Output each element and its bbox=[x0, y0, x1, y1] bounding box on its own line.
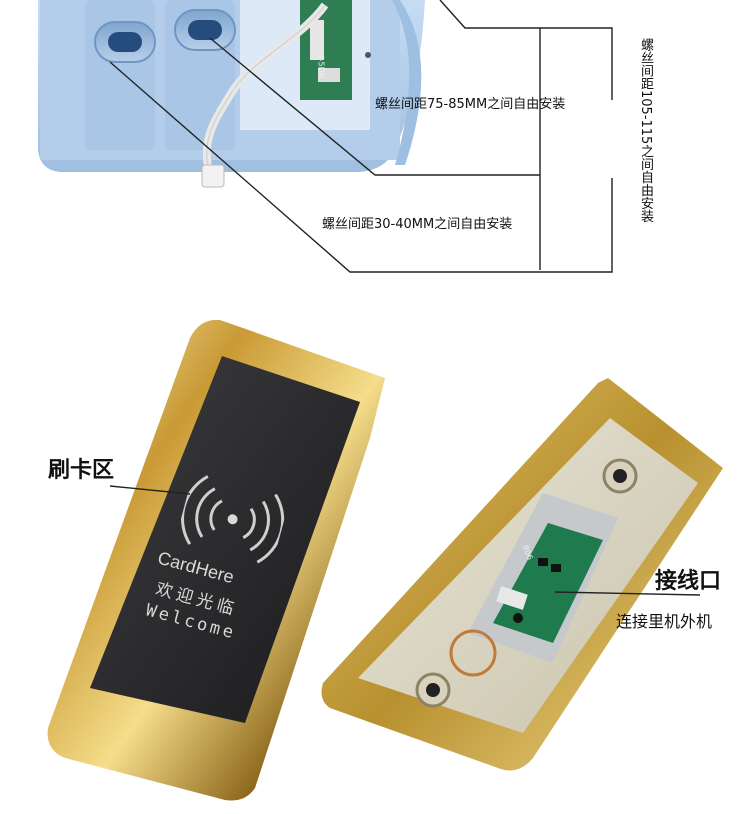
inner-lock-photo bbox=[38, 0, 613, 273]
screw-spacing-30-40-label: 螺丝间距30-40MM之间自由安装 bbox=[322, 217, 513, 232]
wire-port-label: 接线口 bbox=[655, 569, 722, 594]
lock-front-photo bbox=[47, 319, 385, 801]
card-reader-face: CardHere 欢迎光临 Welcome bbox=[109, 457, 310, 672]
rfid-wave-icon bbox=[181, 475, 285, 564]
card-area-pointer bbox=[110, 485, 191, 495]
wire-port-pointer bbox=[555, 591, 701, 596]
wire-port-sub-label: 连接里机外机 bbox=[616, 612, 713, 631]
card-area-label: 刷卡区 bbox=[48, 458, 115, 483]
screw-spacing-75-85-label: 螺丝间距75-85MM之间自由安装 bbox=[375, 97, 566, 112]
lock-back-photo bbox=[321, 378, 723, 771]
pcb-label-top: I-5DN bbox=[316, 56, 326, 79]
screw-spacing-105-115-label: 螺丝间距105-115之间自由安装 bbox=[638, 38, 653, 223]
